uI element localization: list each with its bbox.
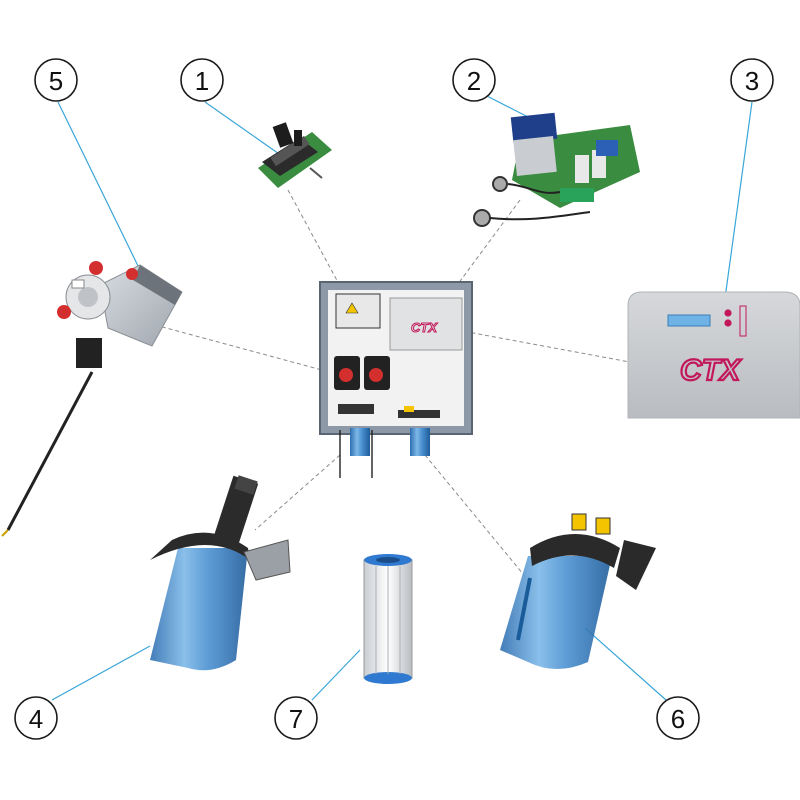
part-7-cartridge-filter [363,554,413,684]
callout-number-2: 2 [467,66,481,96]
leader-5 [57,101,141,271]
down-arrow-icon [724,319,732,327]
part-2-electronic-board [473,112,640,227]
dash-to-part-4 [254,454,341,531]
dashed-connectors [154,189,663,581]
callout-number-3: 3 [745,66,759,96]
callout-number-6: 6 [671,704,685,734]
part-5-dosing-pump [1,261,183,537]
part-1-relay-board [258,122,332,188]
dash-to-part-6 [424,454,529,581]
dash-to-part-2 [454,199,521,289]
callout-5: 5 [34,58,78,102]
callout-2: 2 [452,58,496,102]
leader-3 [721,101,753,321]
callout-4: 4 [14,696,58,740]
junction-box [335,293,381,329]
part-4-filter-housing [150,475,291,671]
warning-icon [345,302,359,314]
leader-6 [584,627,667,701]
callout-6: 6 [656,696,700,740]
part-6-sensor-filter-housing [500,513,656,669]
callout-3: 3 [730,58,774,102]
leader-2 [484,94,531,119]
controller-logo: CTX [680,354,742,387]
panel-controller [389,297,463,351]
callout-number-1: 1 [195,66,209,96]
callout-number-4: 4 [29,704,43,734]
leader-1 [204,101,283,157]
panel-logo: CTX [411,320,438,335]
dash-to-part-3 [429,324,663,369]
part-3-controller-cover: CTX [627,291,800,419]
callout-1: 1 [180,58,224,102]
dash-to-part-1 [287,189,341,287]
callout-number-7: 7 [289,704,303,734]
leader-lines [51,94,753,701]
leader-7 [311,649,361,701]
leader-4 [51,645,151,701]
controller-display-window [667,314,711,327]
dash-to-part-5 [154,324,323,371]
callout-number-5: 5 [49,66,63,96]
central-control-panel: CTX [319,281,473,478]
callout-7: 7 [274,696,318,740]
up-arrow-icon [724,309,732,317]
